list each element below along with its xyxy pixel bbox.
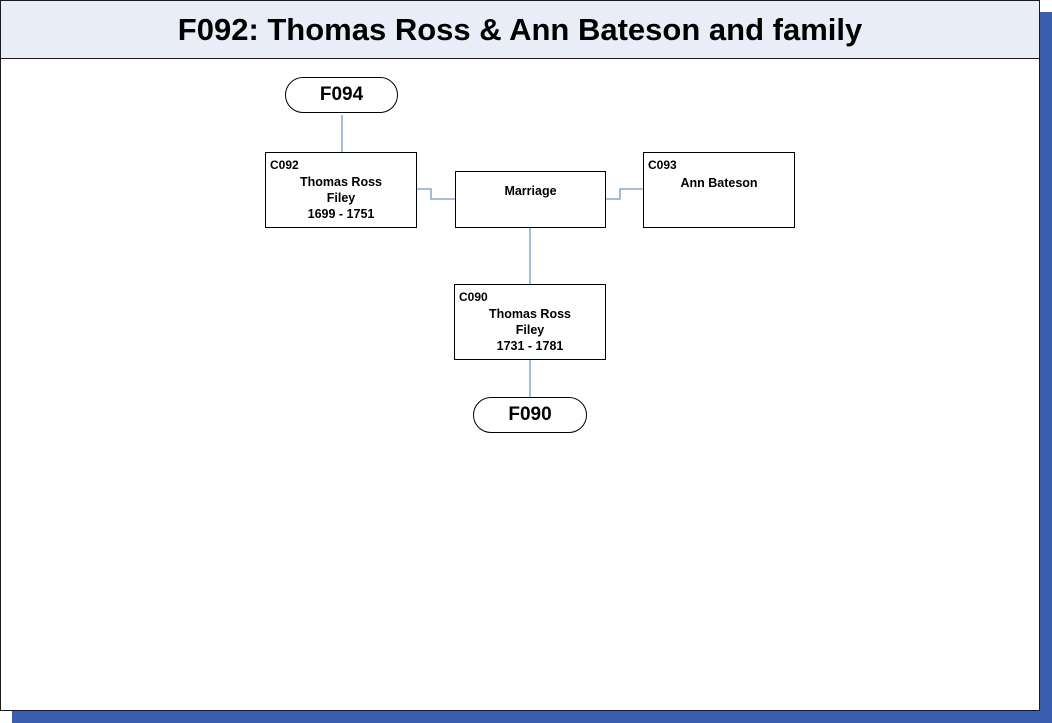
- parent-family-label: F094: [319, 84, 364, 105]
- child-place: Filey: [515, 323, 545, 337]
- child-dates: 1731 - 1781: [496, 339, 564, 353]
- husband-name: Thomas Ross: [300, 175, 382, 189]
- child-family-ref[interactable]: F090: [473, 397, 587, 433]
- husband-id: C092: [270, 158, 299, 172]
- husband-dates: 1699 - 1751: [307, 207, 375, 221]
- child-family-label: F090: [508, 404, 552, 425]
- husband-box[interactable]: C092 Thomas Ross Filey 1699 - 1751: [265, 152, 417, 228]
- wife-box[interactable]: C093 Ann Bateson: [643, 152, 795, 228]
- child-box[interactable]: C090 Thomas Ross Filey 1731 - 1781: [454, 284, 606, 360]
- title-bar: F092: Thomas Ross & Ann Bateson and fami…: [1, 1, 1039, 59]
- child-name: Thomas Ross: [489, 307, 571, 321]
- parent-family-ref[interactable]: F094: [285, 77, 398, 113]
- husband-place: Filey: [326, 191, 356, 205]
- wife-name: Ann Bateson: [680, 176, 758, 190]
- marriage-box[interactable]: Marriage: [455, 171, 606, 228]
- page-title: F092: Thomas Ross & Ann Bateson and fami…: [177, 11, 863, 47]
- wife-id: C093: [648, 158, 677, 172]
- child-id: C090: [459, 290, 488, 304]
- marriage-label: Marriage: [504, 184, 557, 198]
